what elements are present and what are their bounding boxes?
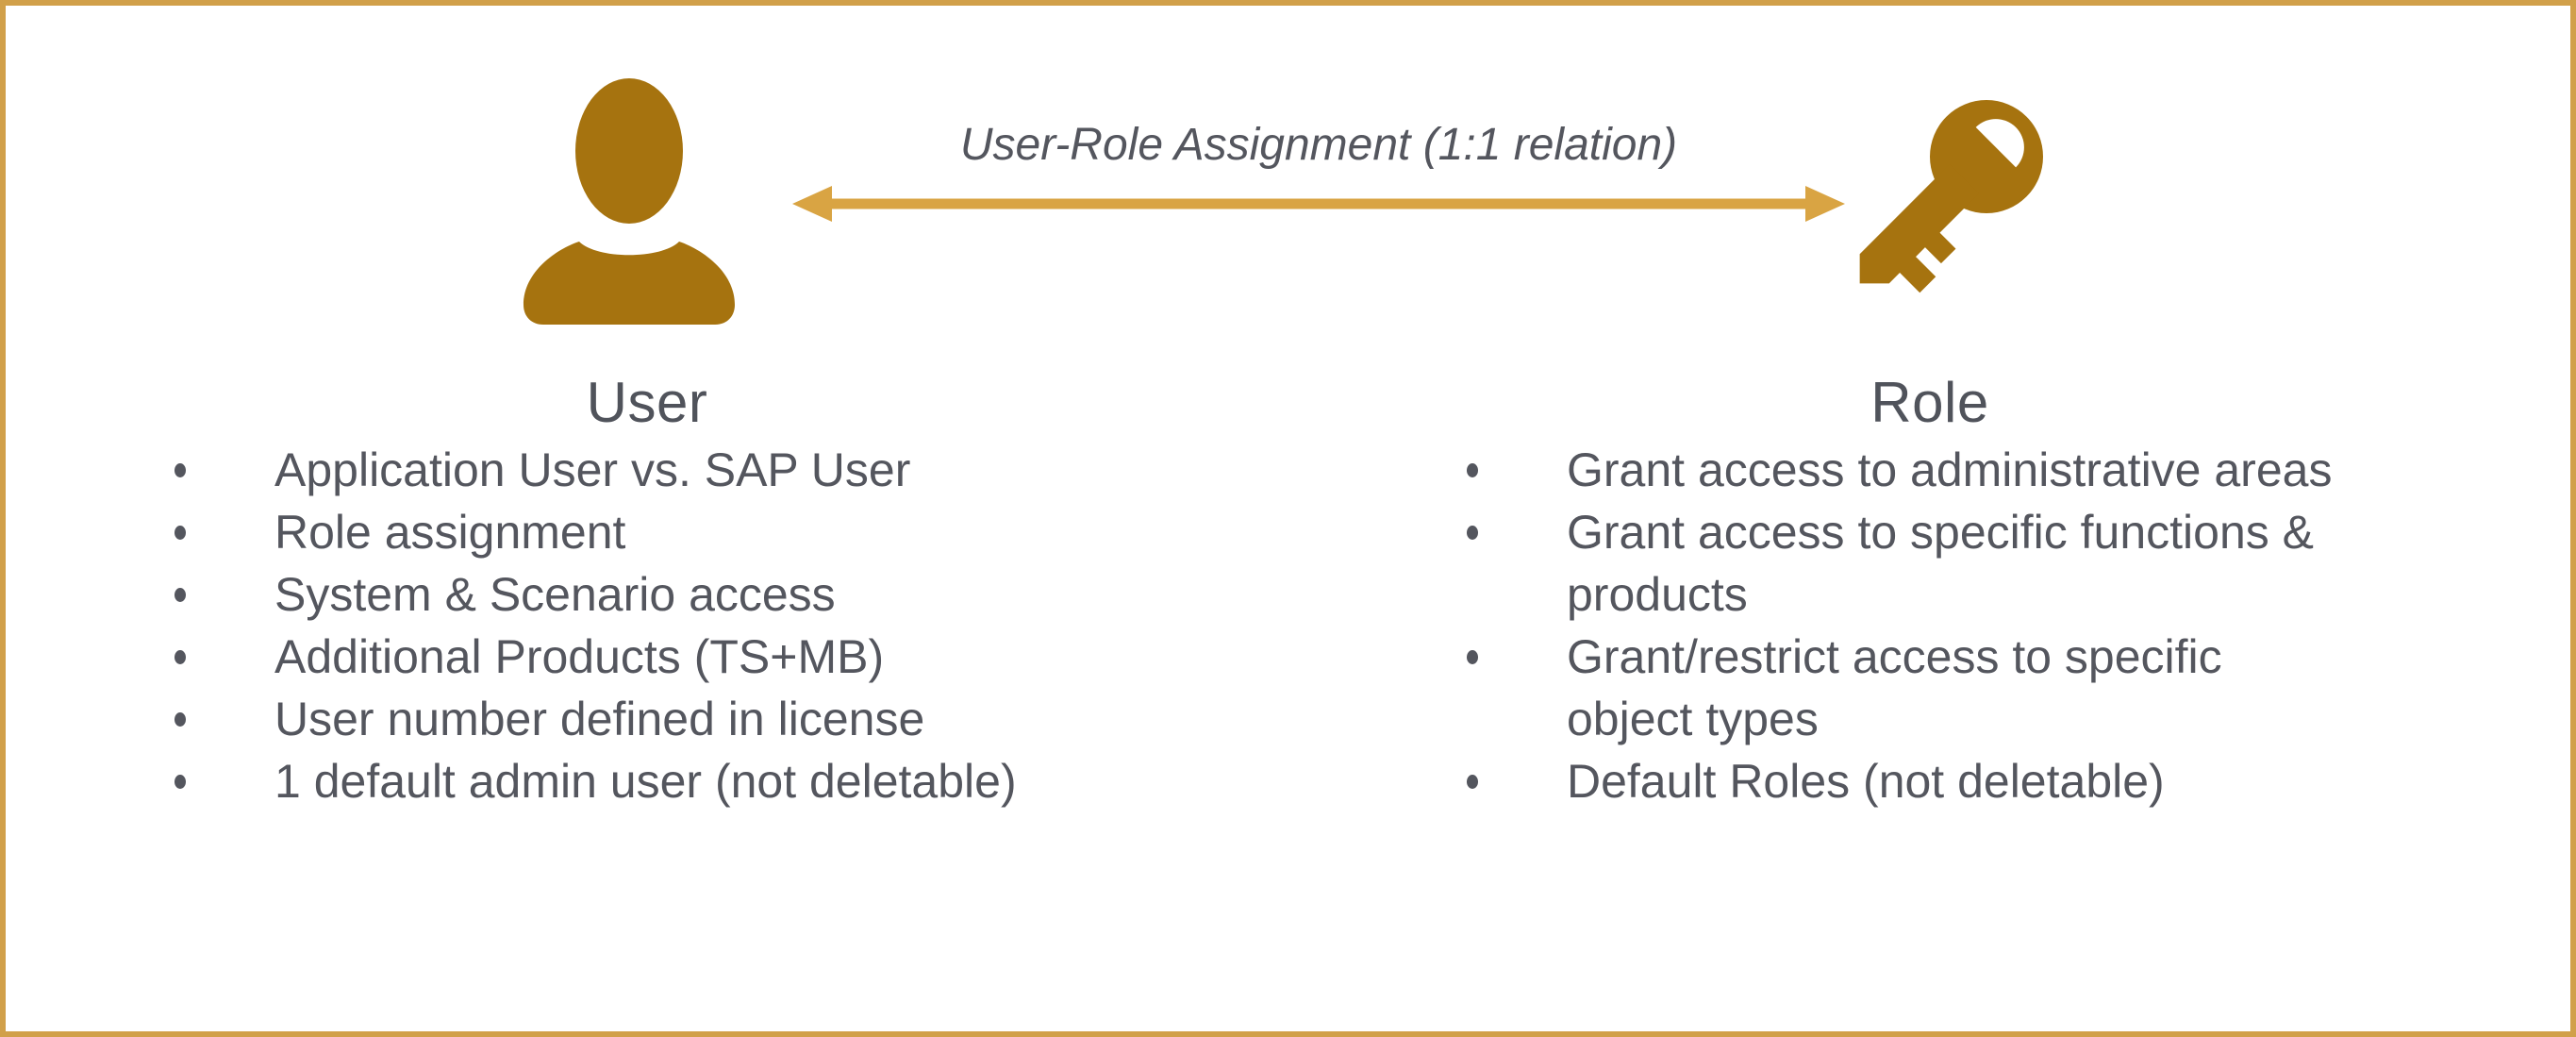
list-item: Application User vs. SAP User <box>157 439 1241 501</box>
list-item-text: Grant/restrict access to specific object… <box>1567 630 2222 745</box>
bullet-dot-icon <box>175 588 186 602</box>
list-item: Additional Products (TS+MB) <box>157 626 1241 688</box>
list-item: System & Scenario access <box>157 563 1241 626</box>
bullet-dot-icon <box>175 712 186 727</box>
bullet-dot-icon <box>175 526 186 540</box>
list-item-text: Application User vs. SAP User <box>274 443 911 496</box>
list-item-text: Role assignment <box>274 506 626 559</box>
bullet-dot-icon <box>1467 775 1478 789</box>
list-item-text: User number defined in license <box>274 693 925 745</box>
person-icon <box>524 78 735 325</box>
bullet-dot-icon <box>175 463 186 477</box>
list-item-text: Default Roles (not deletable) <box>1567 755 2165 808</box>
relation-arrow-icon <box>792 186 1845 222</box>
relation-label: User-Role Assignment (1:1 relation) <box>959 120 1678 170</box>
bullet-dot-icon <box>175 775 186 789</box>
list-item-text: 1 default admin user (not deletable) <box>274 755 1017 808</box>
role-bullet-list: Grant access to administrative areas Gra… <box>1449 439 2505 812</box>
role-section-title: Role <box>1870 371 1989 434</box>
list-item: Grant/restrict access to specific object… <box>1449 626 2505 750</box>
list-item-text: System & Scenario access <box>274 568 836 621</box>
bullet-dot-icon <box>1467 463 1478 477</box>
bullet-dot-icon <box>1467 526 1478 540</box>
list-item-text: Grant access to administrative areas <box>1567 443 2333 496</box>
bullet-dot-icon <box>1467 650 1478 664</box>
user-section-title: User <box>586 371 708 434</box>
list-item: User number defined in license <box>157 688 1241 750</box>
list-item: Default Roles (not deletable) <box>1449 750 2505 812</box>
key-icon <box>1859 100 2043 293</box>
list-item: 1 default admin user (not deletable) <box>157 750 1241 812</box>
list-item-text: Grant access to specific functions & pro… <box>1567 506 2315 621</box>
list-item: Role assignment <box>157 501 1241 563</box>
list-item-text: Additional Products (TS+MB) <box>274 630 885 683</box>
user-bullet-list: Application User vs. SAP User Role assig… <box>157 439 1241 812</box>
bullet-dot-icon <box>175 650 186 664</box>
list-item: Grant access to administrative areas <box>1449 439 2505 501</box>
list-item: Grant access to specific functions & pro… <box>1449 501 2505 626</box>
